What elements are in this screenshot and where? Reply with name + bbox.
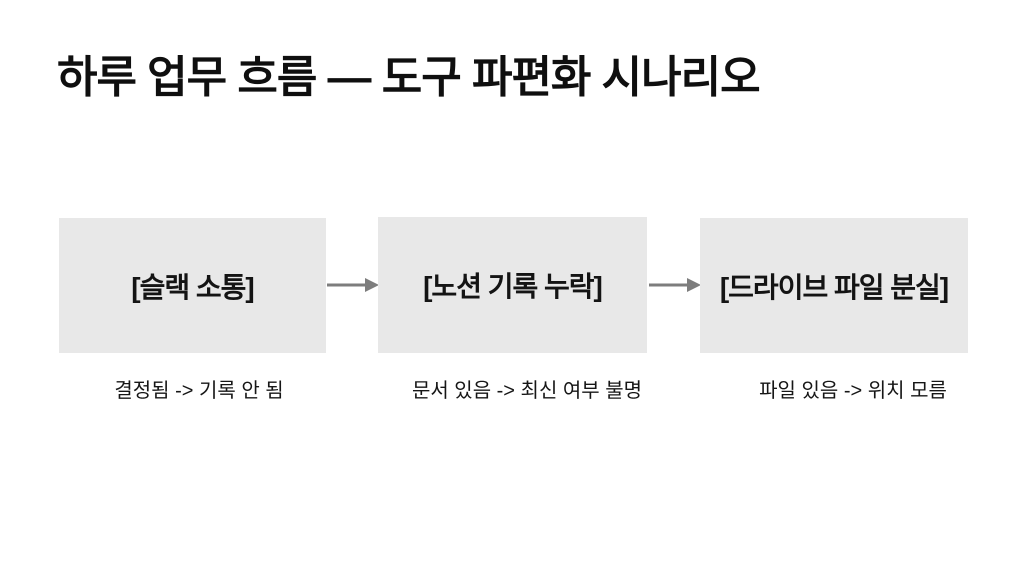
flow-step-slack-caption: 결정됨 -> 기록 안 됨 xyxy=(114,380,284,402)
flow-step-slack-label: [슬랙 소통] xyxy=(131,271,254,303)
flow-step-slack: [슬랙 소통] xyxy=(59,218,326,353)
flow-step-notion-label: [노션 기록 누락] xyxy=(423,271,603,302)
flow-step-notion-caption: 문서 있음 -> 최신 여부 불명 xyxy=(411,380,643,402)
flow-step-drive-label: [드라이브 파일 분실] xyxy=(719,271,949,303)
slide-title: 하루 업무 흐름 — 도구 파편화 시나리오 xyxy=(57,53,761,102)
flow-step-drive-caption: 파일 있음 -> 위치 모름 xyxy=(759,380,947,402)
flow-step-drive: [드라이브 파일 분실] xyxy=(700,218,968,353)
arrow-right-icon xyxy=(649,278,701,292)
flow-step-notion: [노션 기록 누락] xyxy=(378,217,647,353)
arrow-right-icon xyxy=(327,278,379,292)
